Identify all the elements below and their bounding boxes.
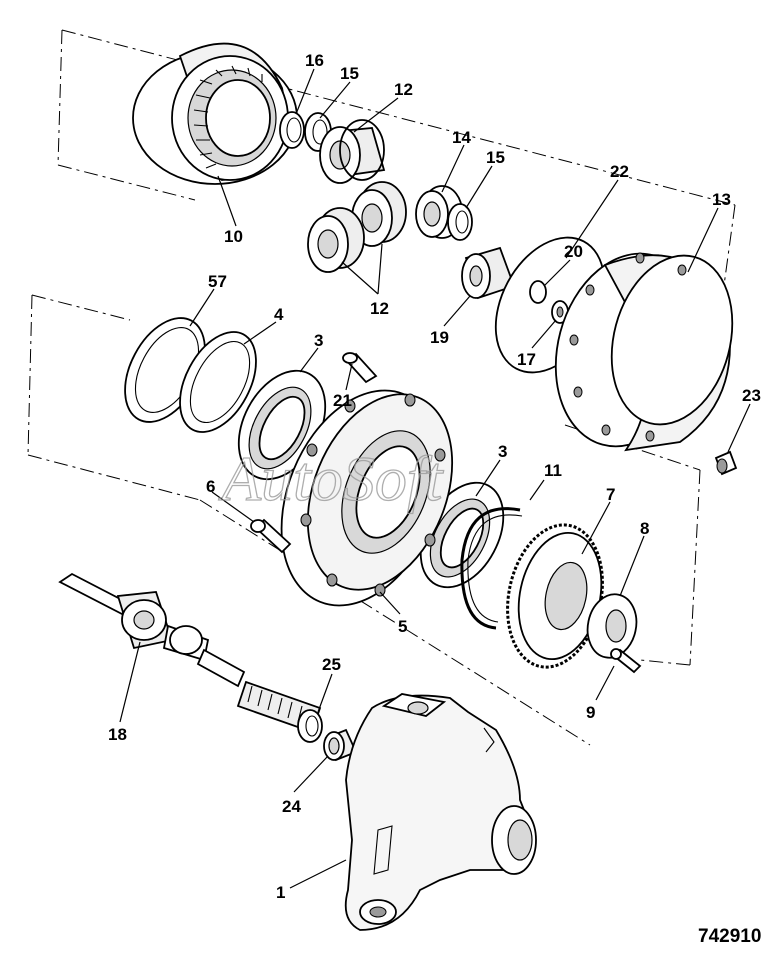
callout-19: 19	[430, 328, 449, 347]
callout-5: 5	[398, 617, 407, 636]
flange-part-8	[586, 593, 638, 659]
steering-knuckle-part-1	[344, 693, 537, 931]
oil-seal-part-4	[179, 331, 257, 433]
callout-8: 8	[640, 519, 649, 538]
planet-gear-part-12-b	[351, 181, 407, 247]
callout-57: 57	[208, 272, 227, 291]
ring-gear-part-10	[132, 42, 298, 185]
snap-ring-part-11	[460, 507, 523, 630]
callout-1: 1	[276, 883, 285, 902]
watermark: AutoSoft	[218, 443, 445, 514]
callout-21: 21	[333, 391, 352, 410]
callout-labels: 10 16 15 12 14 15 12 22 13 20 19 17 57 4…	[108, 51, 761, 902]
circlip-part-20	[529, 280, 547, 304]
wheel-hub-part-5	[280, 389, 454, 607]
callout-17: 17	[517, 350, 536, 369]
callout-11: 11	[544, 461, 562, 480]
callout-7: 7	[606, 485, 615, 504]
callout-3: 3	[314, 331, 323, 350]
callout-22: 22	[610, 162, 629, 181]
callout-18: 18	[108, 725, 127, 744]
callout-9: 9	[586, 703, 595, 722]
planet-gear-part-12-a	[319, 119, 386, 184]
thrust-disc-part-17	[551, 300, 569, 324]
callout-15: 15	[486, 148, 505, 167]
callout-6: 6	[206, 477, 215, 496]
callout-16: 16	[305, 51, 324, 70]
callout-10: 10	[224, 227, 243, 246]
hub-cover-part-13	[554, 252, 734, 452]
callout-4: 4	[274, 305, 284, 324]
leader-lines	[119, 68, 751, 889]
callout-13: 13	[712, 190, 731, 209]
callout-24: 24	[282, 797, 301, 816]
callout-20: 20	[564, 242, 583, 261]
circlip-part-16	[279, 111, 305, 149]
drive-gear-part-7	[506, 523, 604, 669]
bolt-part-9	[610, 648, 642, 674]
callout-15: 15	[340, 64, 359, 83]
assembly-outline-lower	[27, 294, 701, 746]
callout-25: 25	[322, 655, 341, 674]
assembly-outline-upper	[57, 29, 736, 301]
bolt-part-6	[250, 518, 292, 554]
figure-reference-number: 742910	[698, 926, 761, 947]
drain-plug-part-23	[714, 450, 738, 476]
callout-3: 3	[498, 442, 507, 461]
thrust-washer-part-15-b	[447, 203, 473, 241]
planet-gear-part-12-c	[307, 207, 365, 273]
callout-14: 14	[452, 128, 471, 147]
seal-ring-part-25	[297, 709, 323, 743]
stud-bolt-part-21	[342, 352, 378, 384]
callout-12: 12	[370, 299, 389, 318]
callout-23: 23	[742, 386, 761, 405]
callout-12: 12	[394, 80, 413, 99]
drive-shaft-part-18	[58, 572, 322, 734]
